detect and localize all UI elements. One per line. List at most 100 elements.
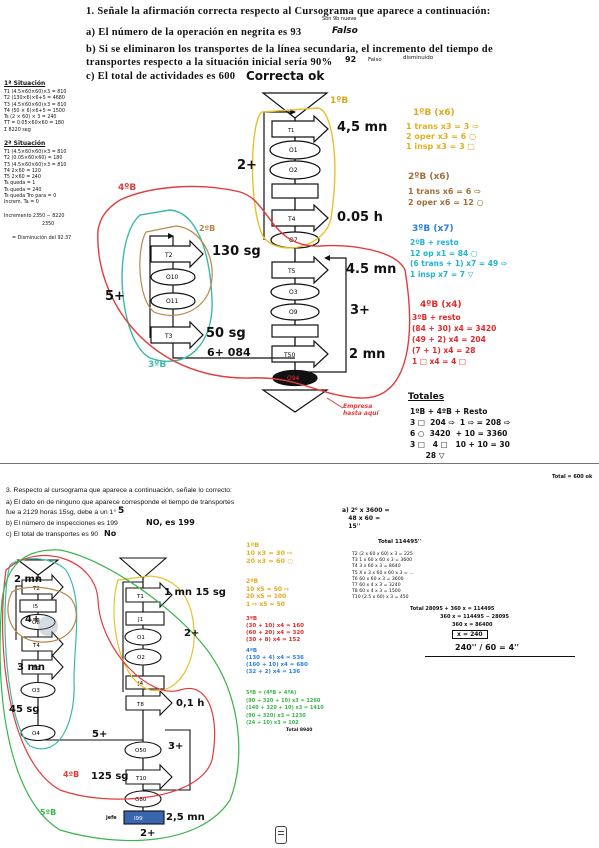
final-result: 240'' / 60 = 4'' [455, 643, 519, 652]
node-T50: T50 [271, 339, 329, 369]
c3-node-T4: T4 [21, 630, 64, 658]
situacion2-lines: T1 (4.5×60×60)×3 = 810 T2 (0.05×60×60) =… [4, 150, 67, 206]
node-O1: O1 [269, 140, 321, 160]
q3-c-mark: No [104, 529, 117, 538]
svg-text:O94: O94 [287, 375, 300, 382]
q1-b-mark2: Falso [368, 57, 382, 63]
c3-bottom-note: jefe [106, 815, 117, 821]
svg-text:O9: O9 [289, 309, 298, 316]
group-2B-outline [139, 225, 213, 316]
svg-text:O80: O80 [135, 797, 147, 803]
rep-label-2: 5+ [105, 289, 125, 304]
svg-text:O8: O8 [32, 620, 40, 626]
node-inspection-2 [271, 324, 319, 338]
b1-lines: 1 trans x3 = 3 ⇨ 2 oper x3 = 6 ○ 1 insp … [406, 122, 479, 151]
b1-title: 1ºB (x6) [413, 108, 455, 118]
rep-label-3: 3+ [350, 303, 370, 318]
b2-title: 2ºB (x6) [408, 172, 450, 182]
time-label-6: 50 sg [206, 326, 246, 341]
eq1: 360 x = 114495 − 28095 [440, 614, 510, 620]
node-O3: O3 [270, 283, 320, 301]
svg-text:O10: O10 [166, 274, 179, 281]
q1-c-mark: Correcta ok [246, 69, 325, 83]
c3-node-O8: O8 [20, 613, 56, 631]
b3-lines: 2ºB + resto 12 op x1 = 84 ○ (6 trans + 1… [410, 238, 508, 279]
empresa-note: Empresa hasta aquí [343, 403, 379, 417]
group-4B-outline [97, 185, 411, 399]
node-inspection-1 [271, 183, 319, 199]
c3-start-triangle [118, 557, 168, 579]
c3-time-7: 2,5 mn [166, 812, 205, 823]
group-3B-label: 3ºB [148, 360, 167, 370]
c3-node-O4: O4 [20, 724, 56, 742]
c3-node-T2: T2 [21, 573, 64, 601]
c3-time-2: 1 mn 15 sg [164, 587, 226, 598]
q3-b2-lines: 2ºB 10 x5 = 50 ⇨ 20 x5 = 100 1 ⇨ x5 = 50 [246, 578, 290, 608]
time-label-4: 2 mn [349, 347, 386, 362]
c3-node-I5: I5 [19, 599, 57, 613]
svg-text:T8: T8 [136, 702, 144, 708]
totales-sum: Total = 600 ok [552, 474, 593, 480]
c3-time-6: 125 sg [91, 771, 129, 782]
start-triangle [261, 92, 329, 119]
c3-group-4B: 4ºB [63, 770, 80, 779]
svg-text:T5: T5 [287, 268, 296, 275]
svg-text:T2: T2 [164, 252, 173, 259]
svg-text:T1: T1 [136, 594, 144, 600]
q3-b1-lines: 1ºB 10 x3 = 30 ⇨ 20 x3 = 60 ○ [246, 541, 293, 565]
c3-red-outline [2, 555, 216, 800]
node-T3: T3 [150, 320, 204, 350]
svg-text:T1: T1 [287, 128, 294, 134]
q3-option-c: c) El total de transportes es 90 [6, 531, 99, 538]
section-divider [0, 463, 599, 464]
c3-rep-3: 2+ [184, 628, 200, 639]
eq2: 360 x = 86400 [452, 622, 493, 628]
c3-node-T10: T10 [125, 763, 173, 791]
q1-b-mark1: 92 [345, 55, 357, 64]
q3-a-mark: 5 [118, 506, 125, 516]
total2: Total 28095 + 360 x = 114495 [410, 606, 495, 612]
svg-text:O1: O1 [289, 147, 298, 154]
c3-left-triangle [16, 559, 60, 576]
q1-b-note: disminuído [403, 55, 434, 61]
total-label: Total 114495'' [378, 539, 422, 545]
node-T2: T2 [150, 239, 204, 269]
c3-rep-4: 3+ [168, 741, 184, 752]
q3-b5-lines: 5ºB = (4ºB + 4ºA) (90 + 320 + 10) x3 = 1… [246, 690, 324, 726]
node-O10: O10 [150, 268, 196, 286]
q1-option-c: c) El total de actividades es 600 [86, 71, 236, 82]
scroll-handle[interactable] [275, 826, 287, 844]
c3-node-O3: O3 [20, 681, 56, 699]
q1-a-mark: Falso [332, 26, 358, 36]
situacion1-lines: T1 (4.5×60×60)×3 = 810 T2 (130×6)×6+5 = … [4, 90, 67, 133]
situacion1-title: 1ª Situación [4, 80, 46, 87]
incremento: Incremento 2350 − 8220 [4, 214, 65, 219]
c3-time-3: 3 mn [17, 662, 45, 673]
svg-text:O2: O2 [137, 655, 145, 661]
svg-text:T4: T4 [287, 216, 296, 223]
node-T4: T4 [271, 203, 329, 233]
c3-time-1: 2 mn [14, 574, 42, 585]
group-1B-label: 1ºB [330, 96, 349, 106]
svg-text:O50: O50 [135, 748, 147, 754]
node-O94: O94 [272, 369, 318, 387]
incremento-sub: 2350 [42, 222, 55, 227]
q3-b3-lines: 3ºB (30 + 10) x4 = 160 (60 + 20) x4 = 32… [246, 616, 304, 643]
time-label-1: 4,5 mn [337, 120, 388, 135]
cursor-highlight [38, 616, 58, 636]
c3-node-T9: T9 [21, 653, 64, 681]
q3-option-a: a) El dato en de ninguno que aparece cor… [6, 499, 235, 506]
rep-label-1: 2+ [237, 158, 257, 173]
t-lines: T2 (2 x 60 x 60) x 3 = 225 T3 1 x 60 x 6… [352, 552, 414, 601]
c3-group-5B: 5ºB [40, 808, 57, 817]
b4-title: 4ºB (x4) [420, 300, 462, 310]
c3-rep-2: 5+ [92, 729, 108, 740]
svg-text:I5: I5 [33, 604, 39, 610]
q3-option-b: b) El número de inspecciones es 199 [6, 520, 118, 527]
c3-node-O2: O2 [124, 648, 162, 666]
time-label-7: 6+ 084 [207, 346, 251, 359]
svg-text:O2: O2 [289, 167, 298, 174]
totales-lines: 1ºB + 4ºB + Resto 3 □ 204 ⇨ 1 ⇨ = 208 ⇨ … [410, 407, 511, 460]
svg-text:J1: J1 [137, 617, 143, 623]
